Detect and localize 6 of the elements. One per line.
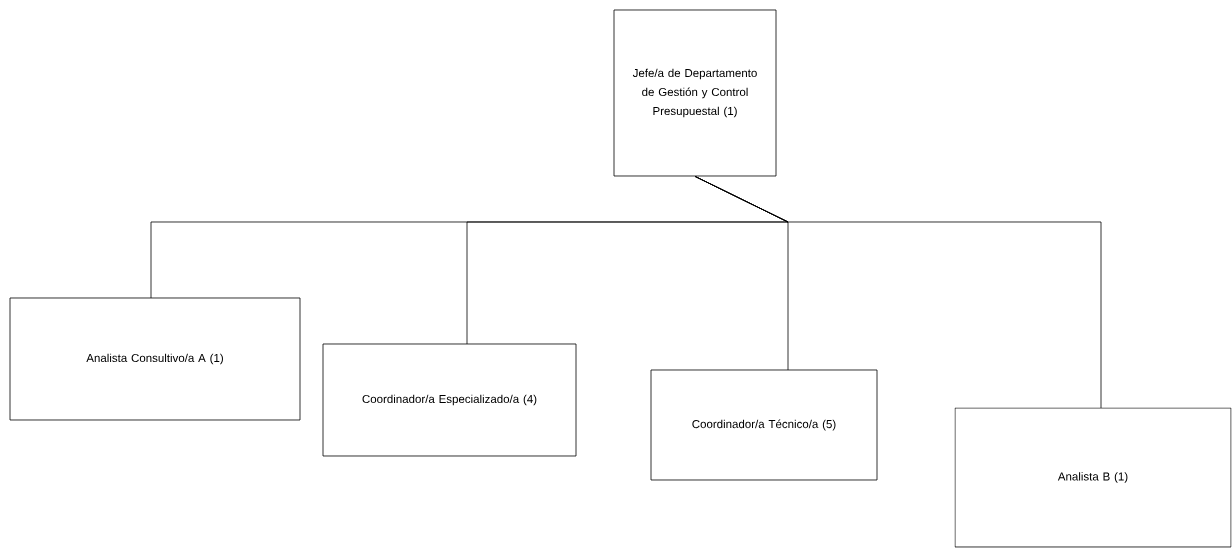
org-box: Jefe/a de Departamento de Gestión y Control Presupuestal (1) xyxy=(613,9,777,177)
org-box: Analista B (1) xyxy=(954,407,1232,548)
org-box: Coordinador/a Técnico/a (5) xyxy=(650,369,878,481)
org-box: Analista Consultivo/a A (1) xyxy=(9,297,301,421)
org-box: Coordinador/a Especializado/a (4) xyxy=(322,343,577,457)
connector-line xyxy=(694,176,1102,409)
